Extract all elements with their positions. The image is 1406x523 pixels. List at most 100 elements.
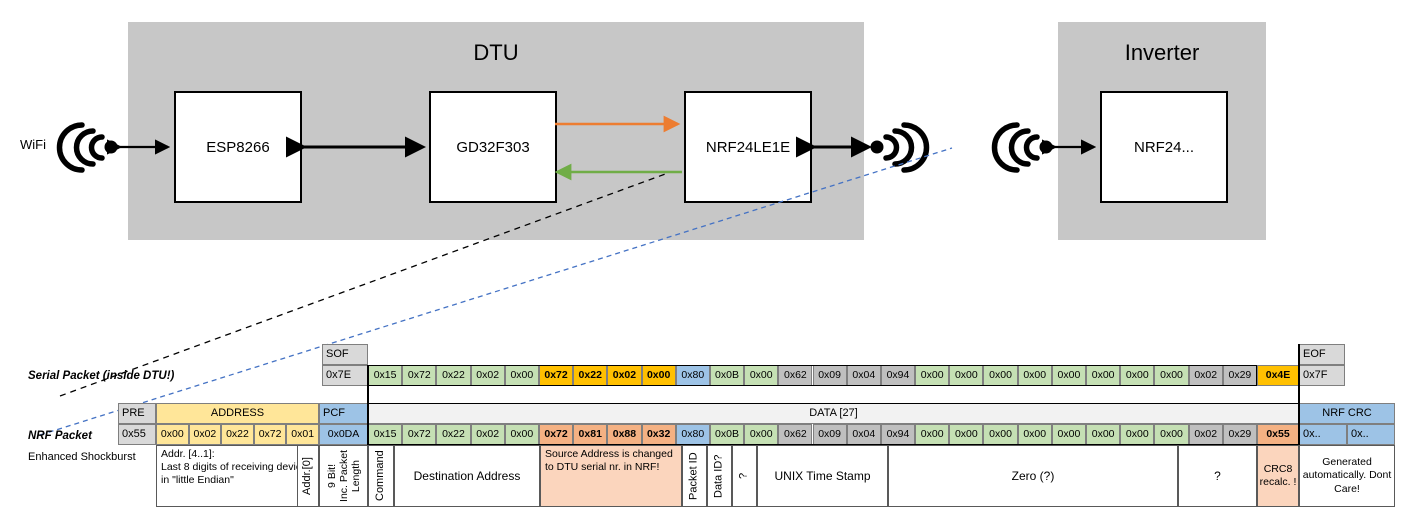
nrf-packet-label: NRF Packet (28, 430, 92, 442)
serial-data-byte-24: 0x02 (1188, 365, 1223, 386)
serial-data-byte-4: 0x00 (504, 365, 539, 386)
nrf-data-byte-5: 0x72 (538, 424, 574, 445)
annotation-destination-address: Destination Address (394, 445, 540, 507)
serial-data-byte-6: 0x22 (573, 365, 608, 386)
nrf-pre-value: 0x55 (118, 424, 156, 445)
serial-packet-label: Serial Packet (inside DTU!) (28, 370, 175, 382)
annotation-pcf-note-1: 9 Bit! (325, 464, 338, 488)
nrf-address-byte-0: 0x00 (156, 424, 189, 445)
nrf-data-byte-4: 0x00 (504, 424, 539, 445)
nrf-data-byte-8: 0x32 (641, 424, 676, 445)
annotation-unknown-1: ? (732, 445, 757, 507)
nrf-data-byte-25: 0x29 (1222, 424, 1257, 445)
serial-data-byte-1: 0x72 (402, 365, 437, 386)
nrf-crc-byte-0: 0x.. (1299, 424, 1347, 445)
annotation-pcf-note-3: Length (349, 459, 362, 493)
dtu-title: DTU (473, 40, 519, 65)
annotation-source-note-text: Source Address is changed to DTU serial … (545, 448, 673, 474)
serial-data-byte-18: 0x00 (983, 365, 1018, 386)
serial-eof-header: EOF (1299, 344, 1345, 365)
nrf-data-byte-19: 0x00 (1017, 424, 1052, 445)
nrf-address-byte-1: 0x02 (188, 424, 222, 445)
dtu-antenna-dot (870, 140, 884, 154)
nrf-data-byte-23: 0x00 (1154, 424, 1189, 445)
serial-data-byte-11: 0x00 (744, 365, 779, 386)
nrf-address-byte-2: 0x22 (221, 424, 254, 445)
nrf-data-byte-24: 0x02 (1188, 424, 1223, 445)
serial-data-byte-21: 0x00 (1086, 365, 1121, 386)
nrf-data-byte-17: 0x00 (949, 424, 984, 445)
wifi-label: WiFi (20, 137, 46, 152)
nrf-data-byte-16: 0x00 (915, 424, 950, 445)
inverter-title: Inverter (1124, 40, 1200, 65)
nrf-pre-header: PRE (118, 403, 156, 424)
nrf-data-byte-3: 0x02 (470, 424, 505, 445)
serial-data-byte-19: 0x00 (1017, 365, 1052, 386)
wifi-antenna-icon (56, 122, 105, 173)
chip-nrf24: NRF24... (1100, 91, 1228, 203)
nrf-data-byte-13: 0x09 (812, 424, 847, 445)
nrf-data-byte-15: 0x94 (880, 424, 916, 445)
annotation-pcf-note-2: Inc. Packet (337, 450, 350, 502)
serial-data-byte-20: 0x00 (1051, 365, 1087, 386)
nrf-data-byte-14: 0x04 (846, 424, 881, 445)
nrf-crc-header: NRF CRC (1299, 403, 1395, 424)
nrf-address-byte-3: 0x72 (253, 424, 287, 445)
serial-data-byte-7: 0x02 (607, 365, 642, 386)
serial-eof-value: 0x7F (1299, 365, 1345, 386)
dtu-antenna-icon (883, 122, 930, 173)
nrf-data-byte-22: 0x00 (1120, 424, 1155, 445)
connector-right (1298, 344, 1300, 445)
nrf-data-byte-7: 0x88 (607, 424, 642, 445)
serial-data-byte-2: 0x22 (436, 365, 471, 386)
nrf-crc-value: 0x55 (1257, 424, 1299, 445)
nrf-data-byte-1: 0x72 (402, 424, 437, 445)
annotation-unknown-2: ? (1178, 445, 1257, 507)
annotation-packet-id: Packet ID (682, 445, 707, 507)
serial-crc-value: 0x4E (1257, 365, 1299, 386)
annotation-address-note: Addr. [4..1]: Last 8 digits of receiving… (156, 445, 319, 507)
serial-data-byte-9: 0x80 (675, 365, 710, 386)
nrf-data-byte-2: 0x22 (436, 424, 471, 445)
annotation-command: Command (368, 445, 394, 507)
serial-data-byte-3: 0x02 (470, 365, 505, 386)
nrf-address-byte-4: 0x01 (286, 424, 319, 445)
annotation-nrfcrc-note: Generated automatically. Dont Care! (1299, 445, 1395, 507)
inverter-antenna-dot (1039, 140, 1053, 154)
nrf-data-byte-6: 0x81 (573, 424, 608, 445)
serial-data-byte-13: 0x09 (812, 365, 847, 386)
annotation-pcf-note: 9 Bit! Inc. Packet Length (319, 445, 368, 507)
annotation-addr0: Addr.[0] (297, 445, 319, 507)
inverter-enclosure: Inverter (1058, 22, 1266, 240)
annotation-zero: Zero (?) (888, 445, 1178, 507)
nrf-data-header: DATA [27] (368, 403, 1299, 424)
serial-data-byte-12: 0x62 (778, 365, 813, 386)
serial-data-byte-15: 0x94 (880, 365, 916, 386)
serial-data-byte-14: 0x04 (846, 365, 881, 386)
serial-data-byte-16: 0x00 (915, 365, 950, 386)
nrf-data-byte-9: 0x80 (675, 424, 710, 445)
diagram-connections (56, 115, 1097, 181)
nrf-data-byte-18: 0x00 (983, 424, 1018, 445)
serial-data-byte-23: 0x00 (1154, 365, 1189, 386)
serial-data-byte-25: 0x29 (1222, 365, 1257, 386)
nrf-crc-byte-1: 0x.. (1347, 424, 1395, 445)
nrf-data-byte-12: 0x62 (778, 424, 813, 445)
nrf-pcf-value: 0x0DA (319, 424, 368, 445)
annotation-crc8: CRC8 recalc. ! (1257, 445, 1299, 507)
wifi-antenna-dot (104, 140, 118, 154)
nrf-data-byte-11: 0x00 (744, 424, 779, 445)
serial-data-byte-17: 0x00 (949, 365, 984, 386)
nrf-data-byte-10: 0x0B (709, 424, 745, 445)
inverter-antenna-icon (991, 122, 1040, 173)
serial-data-byte-0: 0x15 (368, 365, 403, 386)
nrf-data-byte-20: 0x00 (1051, 424, 1087, 445)
connector-left (367, 365, 369, 445)
annotation-source-note: Source Address is changed to DTU serial … (540, 445, 682, 507)
nrf-packet-sublabel: Enhanced Shockburst (28, 451, 136, 463)
serial-sof-header: SOF (322, 344, 368, 365)
serial-data-byte-10: 0x0B (709, 365, 745, 386)
annotation-unix-time: UNIX Time Stamp (757, 445, 888, 507)
nrf-address-header: ADDRESS (156, 403, 319, 424)
annotation-address-note-text: Addr. [4..1]: Last 8 digits of receiving… (161, 448, 307, 487)
